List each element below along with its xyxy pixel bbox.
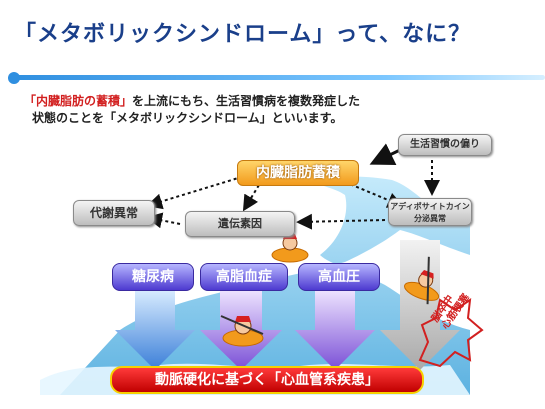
disease-box-hypertension: 高血圧	[298, 263, 380, 291]
sudden-event-burst	[418, 297, 484, 368]
arrow-adipo-to-genetic	[296, 213, 386, 230]
down-arrow-4	[380, 240, 460, 370]
down-arrow-3	[295, 290, 375, 370]
intro-highlight: 「内臓脂肪の蓄積」	[24, 94, 133, 108]
arrow-lifestyle-to-source	[369, 143, 401, 166]
rafter-upper	[271, 234, 309, 263]
metabolic-abnormality-box: 代謝異常	[73, 200, 155, 226]
title-underline	[14, 75, 545, 80]
adipocytokine-line-2: 分泌異常	[414, 214, 446, 223]
rafter-falling	[403, 256, 440, 305]
disease-box-hyperlipidemia: 高脂血症	[200, 263, 288, 291]
title-underline-dot	[8, 72, 20, 84]
intro-line-1-rest: を上流にもち、生活習慣病を複数発症した	[132, 94, 361, 108]
intro-line-1: 「内臓脂肪の蓄積」を上流にもち、生活習慣病を複数発症した	[24, 93, 360, 110]
cardiovascular-disease-box: 動脈硬化に基づく「心血管系疾患」	[110, 366, 424, 394]
disease-box-diabetes: 糖尿病	[112, 263, 194, 291]
visceral-fat-box: 内臓脂肪蓄積	[237, 160, 359, 186]
arrow-genetic-to-metabolic	[146, 212, 181, 229]
lifestyle-bias-box: 生活習慣の偏り	[398, 134, 492, 156]
intro-line-2: 状態のことを「メタボリックシンドローム」といいます。	[32, 111, 343, 125]
down-arrow-1	[115, 290, 195, 370]
page-title: 「メタボリックシンドローム」って、なに？	[14, 22, 472, 47]
adipocytokine-box: アディポサイトカイン 分泌異常	[388, 198, 472, 226]
arrow-source-to-metabolic	[146, 174, 249, 210]
rafter-middle	[220, 315, 264, 347]
adipocytokine-line-1: アディポサイトカイン	[390, 202, 470, 211]
intro-text: 「内臓脂肪の蓄積」を上流にもち、生活習慣病を複数発症した 状態のことを「メタボリ…	[24, 93, 360, 127]
genetic-factor-box: 遺伝素因	[185, 211, 295, 237]
